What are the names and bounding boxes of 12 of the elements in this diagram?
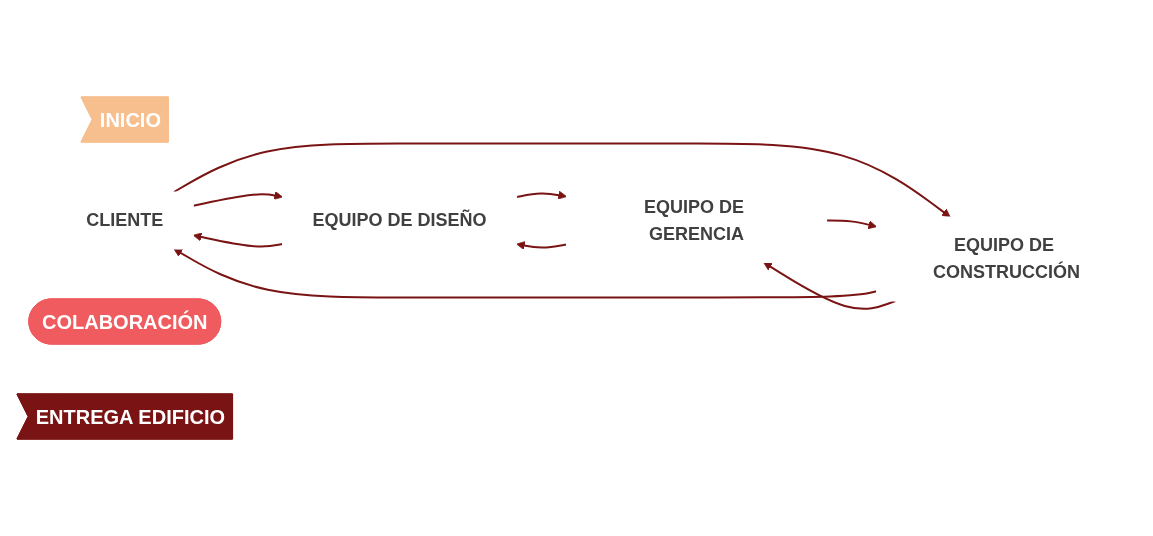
arrow <box>192 191 283 207</box>
node-text: EQUIPO DE DISEÑO <box>312 210 487 230</box>
node-text: CLIENTE <box>85 210 163 230</box>
arrow <box>515 241 568 250</box>
arrow <box>172 142 951 218</box>
node-text: EQUIPO DE CONSTRUCCIÓN <box>932 235 1080 282</box>
arrow <box>763 262 896 310</box>
node-text: EQUIPO DE GERENCIA <box>643 196 744 244</box>
arrow <box>192 232 284 248</box>
arrow <box>825 219 877 230</box>
arrow <box>515 190 567 200</box>
arrow <box>173 248 878 299</box>
